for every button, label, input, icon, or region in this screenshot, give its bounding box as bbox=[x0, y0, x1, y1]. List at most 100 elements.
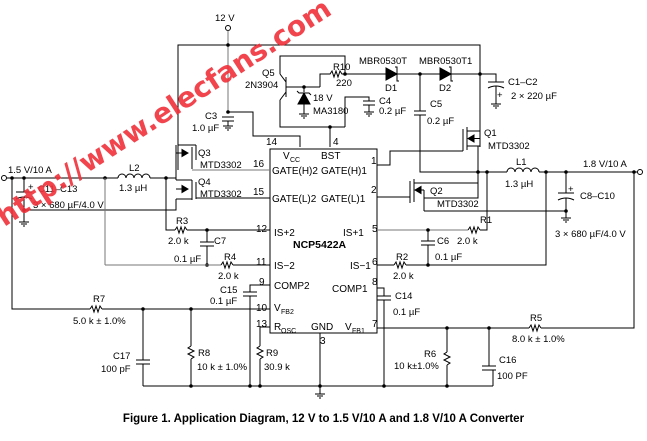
r4-ref: R4 bbox=[224, 252, 236, 263]
c4-ref: C4 bbox=[379, 96, 391, 107]
pin-number: 9 bbox=[259, 277, 265, 288]
c16-ref: C16 bbox=[499, 355, 516, 366]
r10-value: 220 bbox=[336, 78, 352, 89]
pin-label-gate-l1: GATE(L)1 bbox=[321, 194, 366, 205]
resistor-r9: R9 30.9 k bbox=[255, 326, 290, 386]
r9-ref: R9 bbox=[266, 348, 278, 359]
resistor-r7: R7 5.0 k ± 1.0% bbox=[73, 294, 270, 327]
q5-value: 2N3904 bbox=[245, 80, 278, 91]
l2-ref: L2 bbox=[129, 163, 140, 174]
transistor-q5: Q5 2N3904 bbox=[245, 55, 346, 128]
resistor-r10: R10 220 bbox=[319, 62, 360, 89]
c11c13-value: 3 × 680 µF/4.0 V bbox=[33, 200, 104, 211]
polarity-mark: + bbox=[497, 90, 503, 101]
r7-ref: R7 bbox=[93, 294, 105, 305]
q4-value: MTD3302 bbox=[200, 189, 242, 200]
pin-number: 15 bbox=[253, 187, 265, 198]
pin-label-gate-h1: GATE(H)1 bbox=[321, 166, 367, 177]
capacitor-c14: C14 0.1 µF bbox=[377, 287, 420, 386]
resistor-r2: R2 2.0 k bbox=[377, 172, 547, 282]
c1c2-ref: C1–C2 bbox=[508, 77, 538, 88]
c8c10-ref: C8–C10 bbox=[580, 191, 615, 202]
diode-d2: MBR0530T1 D2 bbox=[419, 56, 480, 94]
q2-ref: Q2 bbox=[430, 186, 443, 197]
capacitor-c5: C5 0.2 µF bbox=[414, 74, 478, 173]
capacitor-c8-c10: + C8–C10 3 × 680 µF/4.0 V bbox=[555, 172, 626, 240]
capacitor-c7: C7 0.1 µF bbox=[174, 230, 226, 265]
vin-node: 12 V bbox=[177, 13, 481, 170]
r8-ref: R8 bbox=[198, 348, 210, 359]
pin-label-vcc: V bbox=[283, 151, 290, 162]
q5-ref: Q5 bbox=[262, 68, 275, 79]
c6-value: 0.1 µF bbox=[435, 252, 462, 263]
polarity-mark: + bbox=[28, 182, 34, 193]
pin-number: 5 bbox=[372, 224, 378, 235]
r1-value: 2.0 k bbox=[457, 236, 478, 247]
inductor-l1: L1 1.3 µH bbox=[505, 157, 540, 190]
c16-value: 100 PF bbox=[497, 371, 528, 382]
resistor-r1: R1 2.0 k bbox=[457, 172, 492, 247]
capacitor-c1-c2: + C1–C2 2 × 220 µF bbox=[480, 73, 557, 109]
pin-number: 16 bbox=[253, 159, 265, 170]
capacitor-c17: C17 100 pF bbox=[101, 309, 150, 386]
capacitor-c11-c13: + C11–C13 3 × 680 µF/4.0 V bbox=[15, 178, 104, 227]
capacitor-c16: C16 100 PF bbox=[482, 328, 528, 386]
d1-ref: D1 bbox=[385, 83, 397, 94]
pin-label-sub: FB2 bbox=[281, 309, 294, 316]
mosfet-q3: Q3 MTD3302 bbox=[175, 144, 242, 180]
pin-label-gate-l2: GATE(L)2 bbox=[272, 194, 317, 205]
pin-label-bst: BST bbox=[321, 151, 340, 162]
pin-label-comp1: COMP1 bbox=[332, 284, 368, 295]
ic-ncp5422a: 14 V CC 4 BST 16 GATE(H)2 GATE(H)1 1 15 … bbox=[220, 137, 378, 347]
pin-label-rosc: R bbox=[274, 322, 281, 333]
c15-value: 0.1 µF bbox=[210, 296, 237, 307]
r9-value: 30.9 k bbox=[264, 362, 290, 373]
r1-ref: R1 bbox=[480, 215, 492, 226]
ic-name: NCP5422A bbox=[293, 239, 347, 251]
c14-value: 0.1 µF bbox=[393, 307, 420, 318]
r7-value: 5.0 k ± 1.0% bbox=[73, 316, 126, 327]
pin-number: 8 bbox=[372, 277, 378, 288]
out-right-terminal bbox=[637, 169, 643, 175]
c6-ref: C6 bbox=[437, 236, 449, 247]
c3-value: 1.0 µF bbox=[192, 123, 219, 134]
pin-label-is-p2: IS+2 bbox=[274, 228, 295, 239]
q1-ref: Q1 bbox=[484, 128, 497, 139]
c4-value: 0.2 µF bbox=[379, 106, 406, 117]
pin-number: 11 bbox=[256, 257, 267, 268]
pin-number: 4 bbox=[333, 137, 339, 148]
l1-value: 1.3 µH bbox=[505, 179, 533, 190]
r4-value: 2.0 k bbox=[218, 271, 239, 282]
resistor-r6: R6 10 k±1.0% bbox=[394, 328, 452, 386]
capacitor-c4: C4 0.2 µF bbox=[344, 96, 406, 127]
out-left-label: 1.5 V/10 A bbox=[8, 165, 53, 176]
out-right-label: 1.8 V/10 A bbox=[583, 159, 628, 170]
d1-part: MBR0530T bbox=[359, 56, 407, 67]
pin-label-gnd: GND bbox=[311, 322, 333, 333]
c3-ref: C3 bbox=[205, 111, 217, 122]
inductor-l2: L2 1.3 µH bbox=[117, 163, 151, 194]
c17-ref: C17 bbox=[113, 351, 130, 362]
d2-ref: D2 bbox=[439, 83, 451, 94]
resistor-r4: R4 2.0 k bbox=[104, 178, 270, 282]
pin-number: 13 bbox=[256, 319, 268, 330]
r6-ref: R6 bbox=[424, 349, 436, 360]
zener-diode: 18 V MA3180 bbox=[296, 85, 348, 119]
out-left-terminal bbox=[1, 175, 7, 181]
c5-value: 0.2 µF bbox=[427, 116, 454, 127]
q3-ref: Q3 bbox=[198, 148, 211, 159]
resistor-r5: R5 8.0 k ± 1.0% bbox=[512, 172, 635, 345]
r8-value: 10 k ± 1.0% bbox=[197, 362, 248, 373]
r6-value: 10 k±1.0% bbox=[394, 361, 439, 372]
capacitor-c3: C3 1.0 µF bbox=[192, 110, 301, 147]
c15-ref: C15 bbox=[220, 285, 237, 296]
d2-part: MBR0530T1 bbox=[419, 56, 472, 67]
r3-ref: R3 bbox=[176, 216, 188, 227]
pin-label-is-m1: IS−1 bbox=[350, 261, 371, 272]
pin-number: 6 bbox=[372, 257, 378, 268]
c7-value: 0.1 µF bbox=[174, 254, 201, 265]
pin-number: 2 bbox=[371, 185, 377, 196]
c8c10-value: 3 × 680 µF/4.0 V bbox=[555, 229, 626, 240]
l2-value: 1.3 µH bbox=[119, 183, 147, 194]
